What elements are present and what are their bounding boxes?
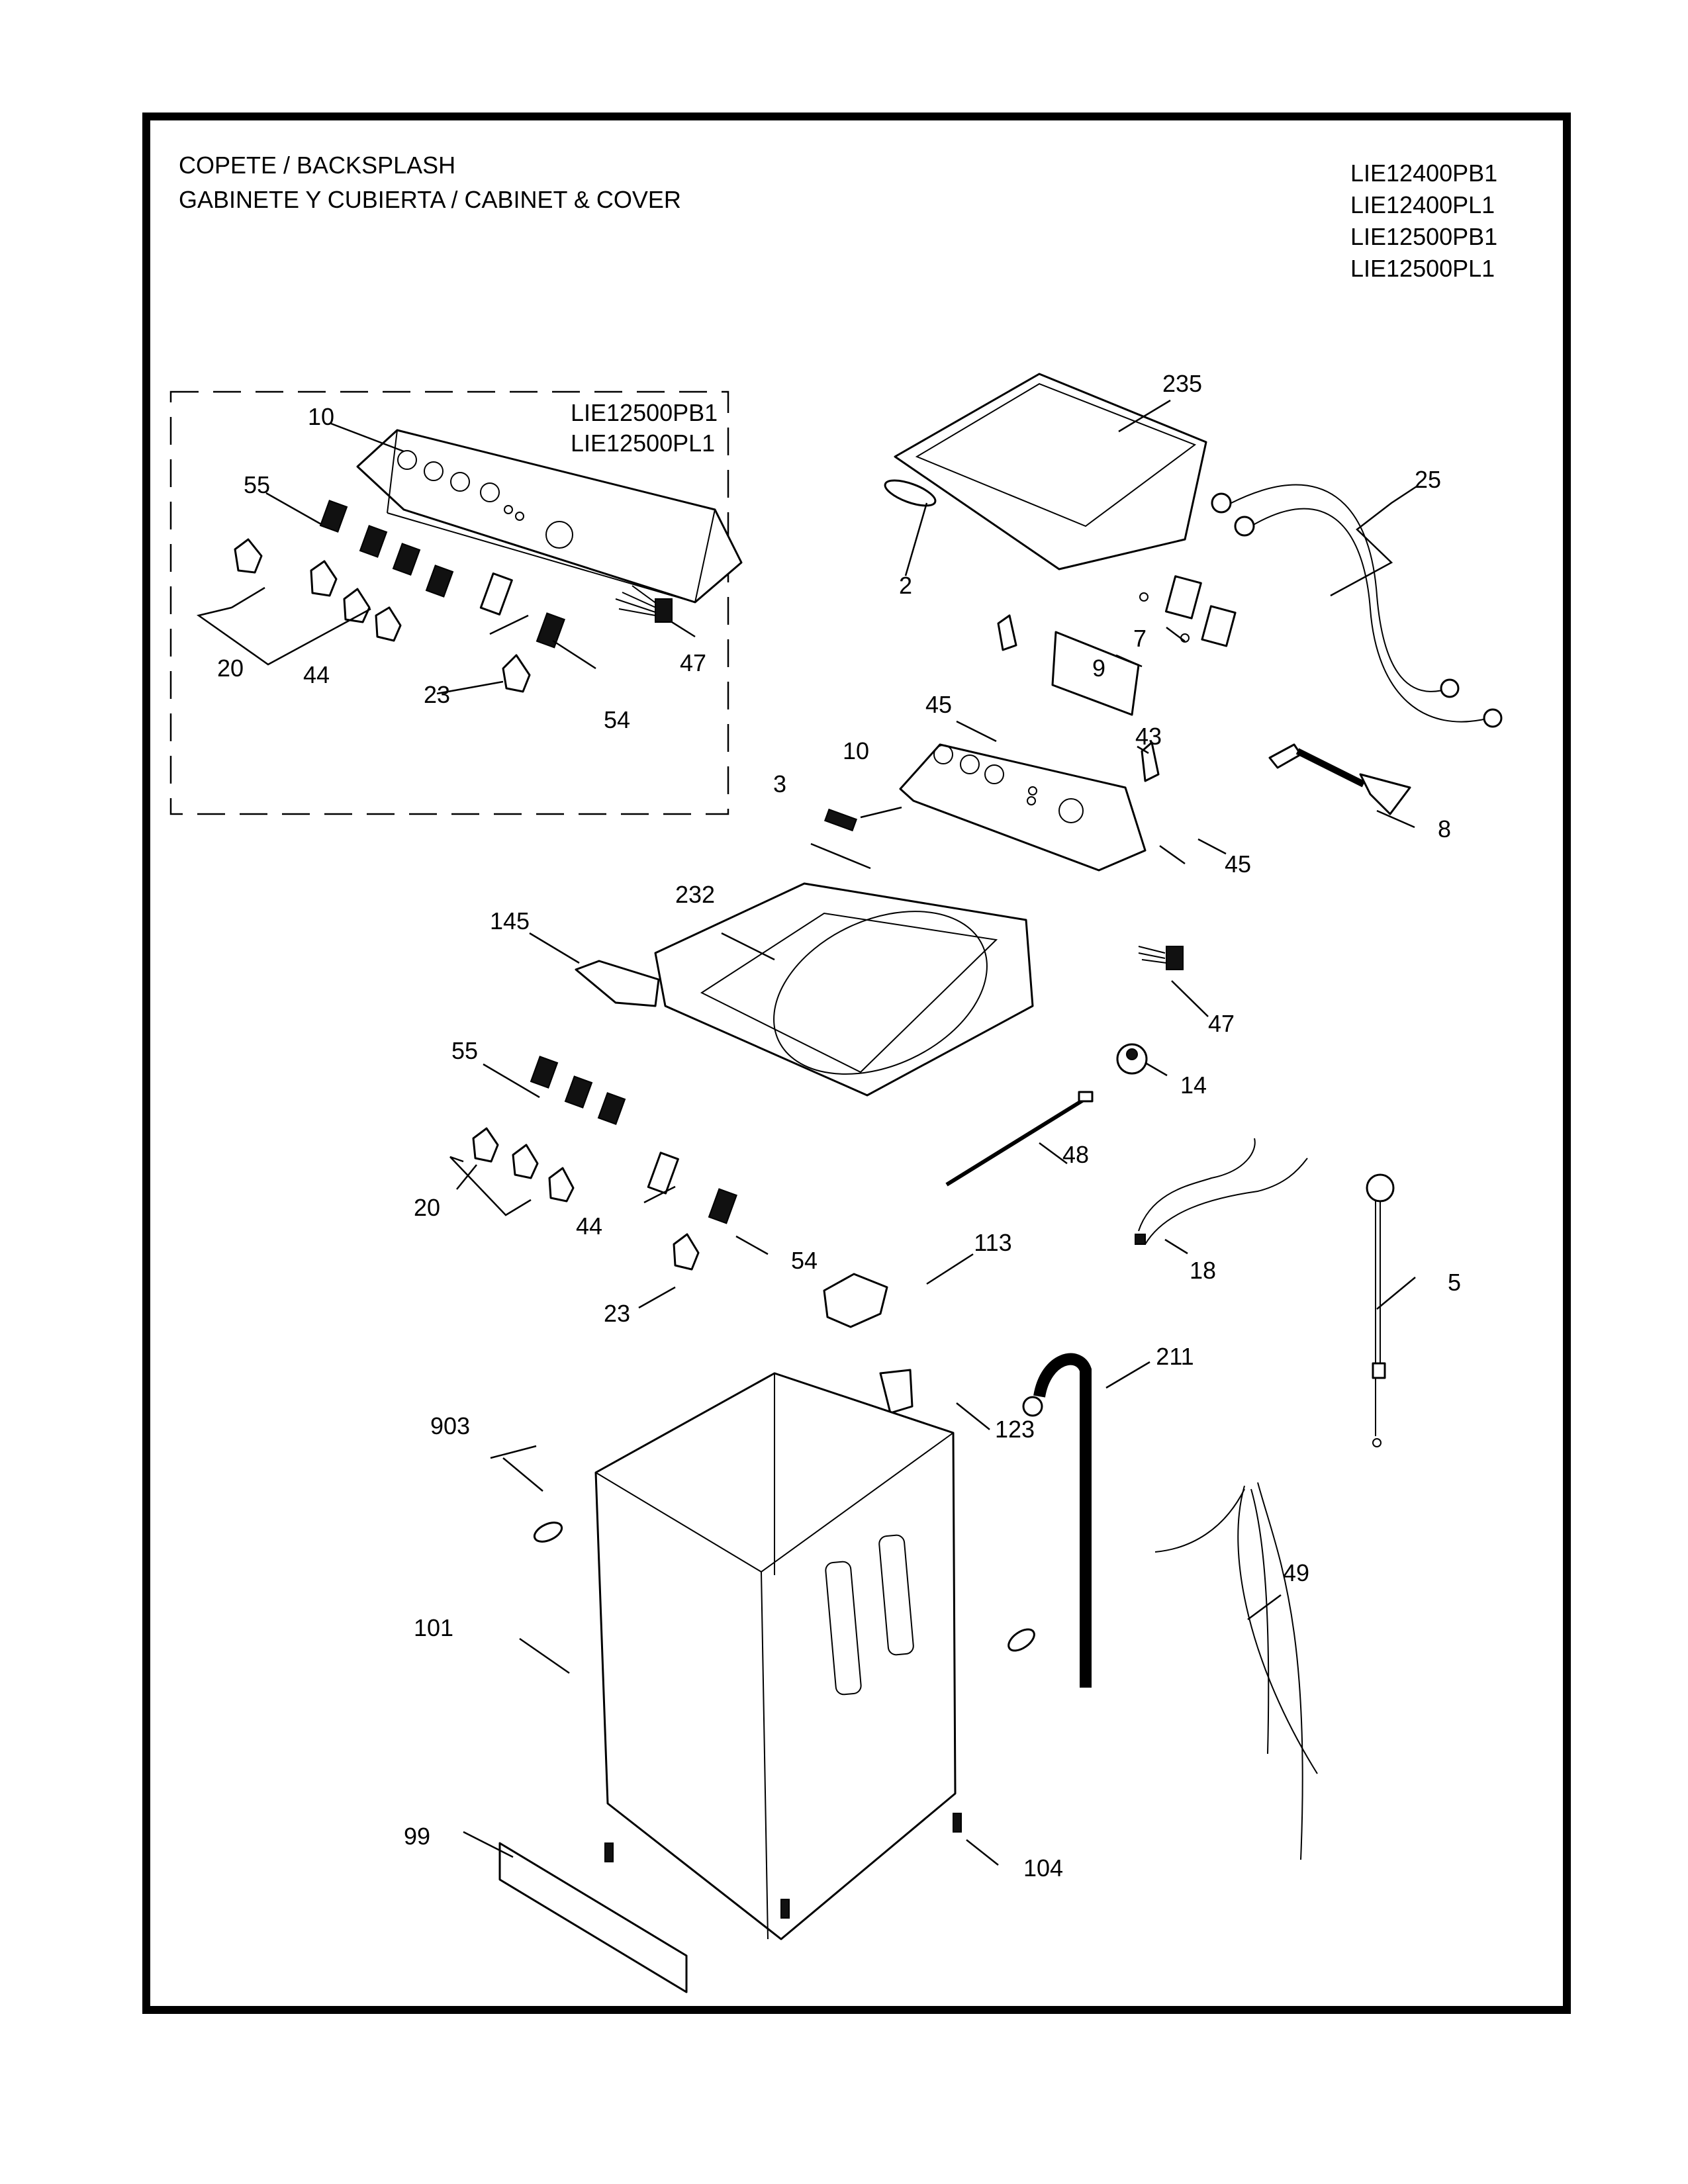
- callout-valve-ring[interactable]: 9: [1092, 655, 1106, 682]
- callout-power-cord[interactable]: 5: [1447, 1269, 1462, 1296]
- model-number: LIE12500PB1: [1350, 223, 1498, 250]
- callout-inlet-hoses[interactable]: 25: [1414, 466, 1442, 493]
- callout-plug-button[interactable]: 903: [430, 1412, 471, 1439]
- knobs: [473, 1128, 573, 1201]
- selector-switches: [531, 1056, 625, 1124]
- wire-connector-part: [1139, 946, 1183, 970]
- control-board-part: [1053, 632, 1139, 715]
- callout-switch[interactable]: 54: [790, 1247, 818, 1274]
- inset-model-number: LIE12500PB1: [571, 399, 718, 426]
- callout-selector-switches[interactable]: 55: [451, 1037, 479, 1064]
- callout-drain-hose[interactable]: 211: [1156, 1343, 1194, 1370]
- callout-inset-knobs[interactable]: 20: [216, 655, 244, 682]
- inlet-valve-part: [1166, 576, 1235, 646]
- harness-18: [1135, 1138, 1307, 1244]
- lid-part: [895, 374, 1206, 569]
- callout-wire-connector[interactable]: 47: [1207, 1010, 1235, 1037]
- inset-dashed-box: [171, 392, 728, 814]
- callout-top-cover[interactable]: 232: [675, 881, 716, 908]
- callout-backsplash[interactable]: 10: [842, 737, 870, 764]
- logo-badge-part: [882, 475, 939, 511]
- callout-pressure-switch[interactable]: 14: [1180, 1071, 1207, 1099]
- callout-brand-emblem[interactable]: 3: [773, 770, 787, 797]
- title-backsplash: COPETE / BACKSPLASH: [179, 152, 456, 179]
- power-cord-part: [1367, 1175, 1393, 1447]
- inset-model-number: LIE12500PL1: [571, 430, 716, 457]
- callout-control-board[interactable]: 43: [1135, 723, 1162, 750]
- drain-hose-part: [1023, 1359, 1086, 1688]
- callout-cabinet[interactable]: 101: [413, 1614, 454, 1641]
- inset-selector-switches: [320, 500, 453, 596]
- inset-program-knob: [503, 655, 530, 692]
- callout-kick-plate[interactable]: 99: [403, 1823, 431, 1850]
- title-cabinet-cover: GABINETE Y CUBIERTA / CABINET & COVER: [179, 186, 681, 213]
- inset-backsplash-part: [357, 430, 741, 602]
- callout-led-board[interactable]: 44: [575, 1212, 603, 1240]
- callout-inset-selector-switches[interactable]: 55: [243, 471, 271, 498]
- inset-knobs: [235, 539, 400, 641]
- inset-wire-connector: [616, 586, 672, 622]
- plug-button-side: [1005, 1625, 1038, 1655]
- led-board: [648, 1153, 678, 1193]
- callout-inset-program-knob[interactable]: 23: [423, 681, 451, 708]
- brand-emblem-part: [825, 809, 857, 831]
- callout-leveling-foot[interactable]: 104: [1023, 1854, 1064, 1882]
- callout-harness-48[interactable]: 48: [1062, 1141, 1090, 1168]
- hose-clip-part: [880, 1370, 912, 1413]
- diagram-frame: [142, 113, 1571, 2014]
- callout-inset-wire-connector[interactable]: 47: [679, 649, 707, 676]
- callout-knobs[interactable]: 20: [413, 1194, 441, 1221]
- callout-inset-led-board[interactable]: 44: [303, 661, 330, 688]
- top-cover-part: [655, 879, 1033, 1106]
- callout-lid-lock[interactable]: 113: [974, 1229, 1012, 1256]
- harness-49: [1155, 1482, 1317, 1860]
- leveling-feet: [605, 1813, 961, 1918]
- leader-lines: [450, 400, 1417, 1865]
- inset-leader-lines: [199, 424, 695, 694]
- callout-program-knob[interactable]: 23: [603, 1300, 631, 1327]
- model-number: LIE12400PB1: [1350, 159, 1498, 187]
- callout-bracket-left[interactable]: 45: [925, 691, 953, 718]
- harness-48: [947, 1092, 1092, 1185]
- lid-lock-part: [824, 1274, 887, 1327]
- callout-logo-badge[interactable]: 2: [898, 572, 913, 599]
- inlet-hoses-part: [1212, 485, 1501, 727]
- callout-lid[interactable]: 235: [1162, 370, 1203, 397]
- callout-hose-clip[interactable]: 123: [994, 1416, 1035, 1443]
- callout-harness-49[interactable]: 49: [1282, 1559, 1310, 1586]
- switch: [709, 1189, 737, 1224]
- callout-drain-pump-hose[interactable]: 8: [1437, 815, 1452, 842]
- callout-inset-switch[interactable]: 54: [603, 706, 631, 733]
- pressure-switch-part: [1117, 1044, 1147, 1073]
- plug-button-903: [532, 1519, 565, 1545]
- backsplash-part: [900, 745, 1145, 870]
- cabinet-part: [596, 1373, 955, 1939]
- callout-bracket-right[interactable]: 45: [1224, 850, 1252, 878]
- drain-pump-hose-part: [1270, 745, 1410, 814]
- model-number: LIE12400PL1: [1350, 191, 1495, 218]
- program-knob: [674, 1234, 698, 1269]
- callout-harness-18[interactable]: 18: [1189, 1257, 1217, 1284]
- callout-dispenser[interactable]: 145: [489, 907, 530, 934]
- inset-switch: [537, 614, 565, 648]
- callout-inlet-valve[interactable]: 7: [1133, 625, 1147, 652]
- callout-inset-backsplash[interactable]: 10: [307, 403, 335, 430]
- dispenser-part: [576, 961, 659, 1006]
- inset-led-board: [481, 573, 512, 614]
- kick-plate-part: [500, 1843, 686, 1992]
- model-number: LIE12500PL1: [1350, 255, 1495, 282]
